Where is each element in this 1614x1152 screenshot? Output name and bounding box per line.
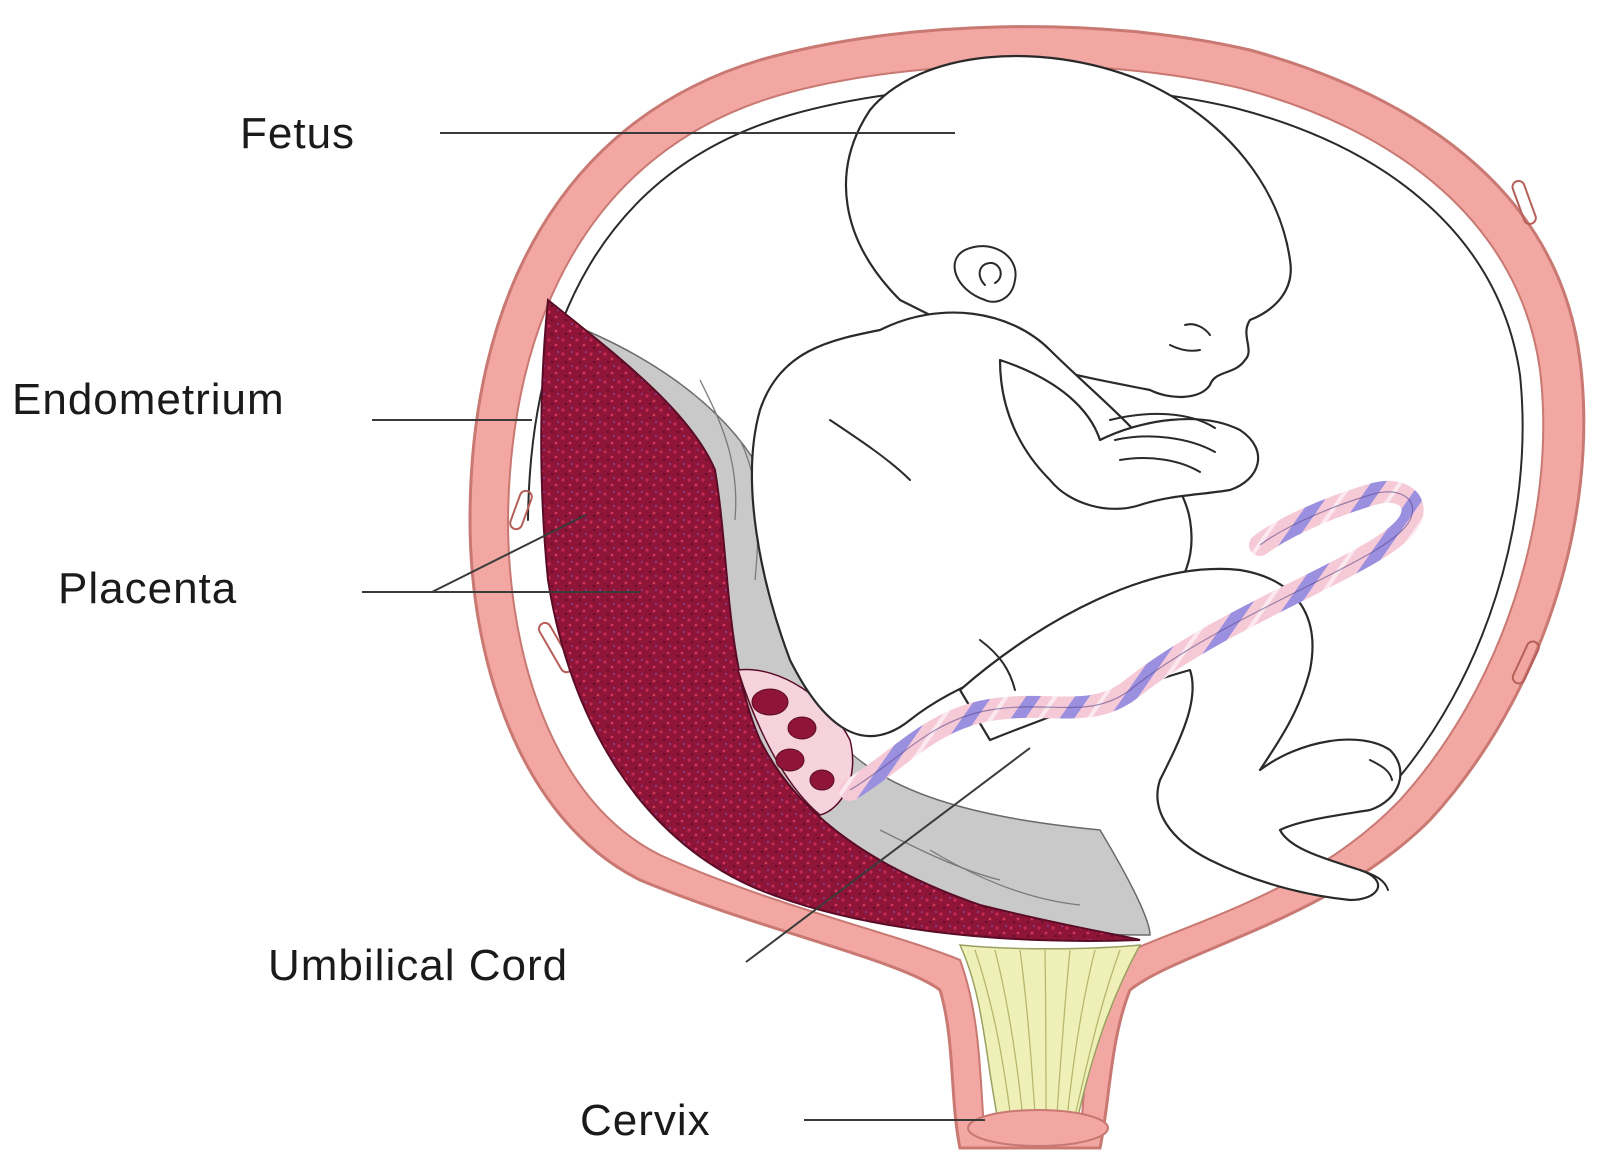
label-cervix: Cervix (580, 1096, 711, 1145)
label-placenta: Placenta (58, 564, 237, 613)
cervix-os (968, 1110, 1108, 1146)
label-fetus: Fetus (240, 109, 355, 158)
label-endometrium: Endometrium (12, 375, 285, 424)
label-umbilical-cord: Umbilical Cord (268, 941, 568, 990)
